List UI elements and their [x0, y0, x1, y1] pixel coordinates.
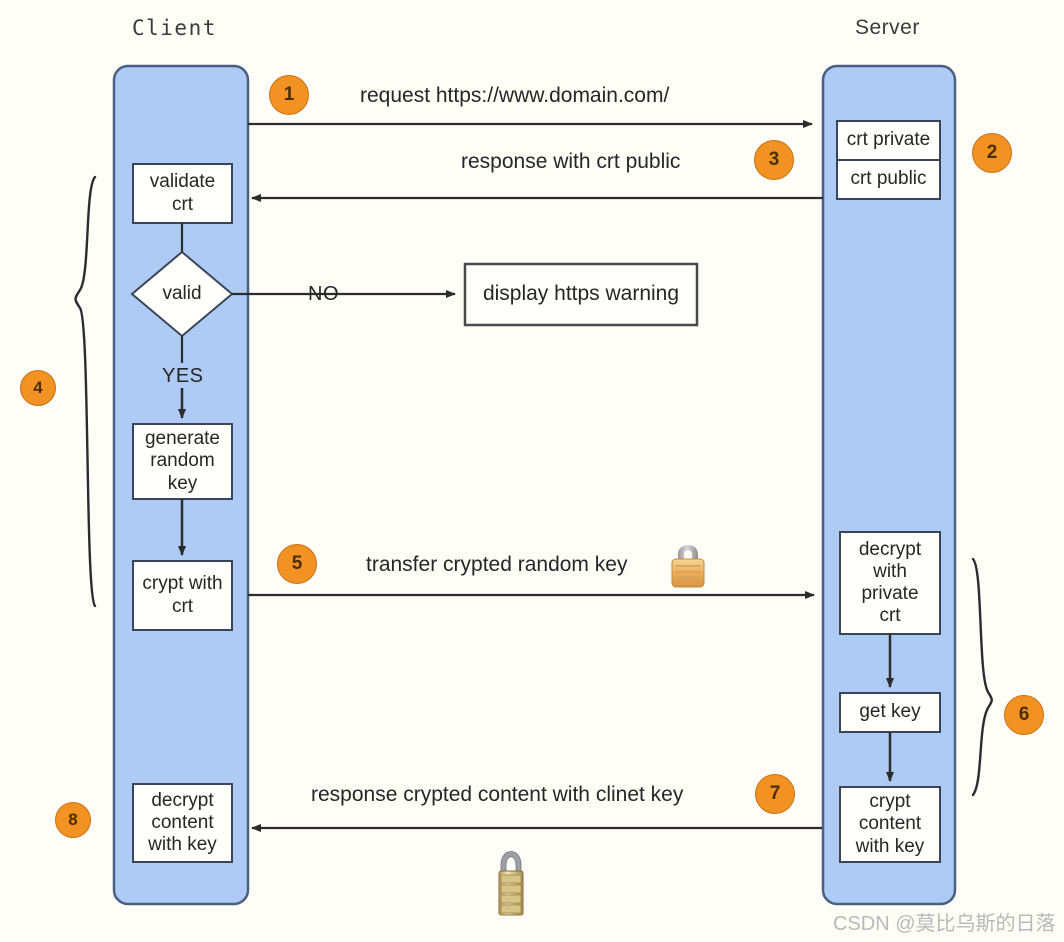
badge-step-3: 3 — [754, 140, 794, 180]
lane-title-server: Server — [855, 16, 920, 39]
edge-label-response-crypted-content: response crypted content with clinet key — [311, 783, 684, 806]
brace-step-6 — [971, 557, 993, 797]
node-decrypt-with-private-crt — [839, 531, 941, 635]
padlock-icon — [671, 545, 705, 588]
node-get-key — [839, 692, 941, 733]
node-crypt-content-with-key — [839, 786, 941, 863]
node-display-https-warning — [463, 262, 699, 327]
badge-step-6: 6 — [1004, 695, 1044, 735]
badge-step-5: 5 — [277, 544, 317, 584]
edge-label-request: request https://www.domain.com/ — [360, 84, 670, 107]
badge-step-1: 1 — [269, 75, 309, 115]
badge-step-4: 4 — [20, 370, 56, 406]
edge-label-response-crt-public: response with crt public — [461, 150, 681, 173]
badge-step-8: 8 — [55, 802, 91, 838]
badge-step-7: 7 — [755, 774, 795, 814]
node-crt-public — [836, 159, 941, 200]
node-generate-random-key — [132, 423, 233, 500]
edge-label-transfer-crypted-key: transfer crypted random key — [366, 553, 628, 576]
lane-title-client: Client — [132, 16, 217, 40]
node-decrypt-content-with-key — [132, 783, 233, 863]
node-crypt-with-crt — [132, 560, 233, 631]
combination-padlock-icon — [498, 851, 524, 916]
watermark: CSDN @莫比乌斯的日落 — [833, 913, 1056, 935]
brace-step-4 — [74, 175, 97, 608]
branch-label-no: NO — [308, 283, 339, 305]
node-validate-crt — [132, 163, 233, 224]
badge-step-2: 2 — [972, 133, 1012, 173]
node-crt-private — [836, 120, 941, 161]
branch-label-yes: YES — [162, 365, 204, 387]
